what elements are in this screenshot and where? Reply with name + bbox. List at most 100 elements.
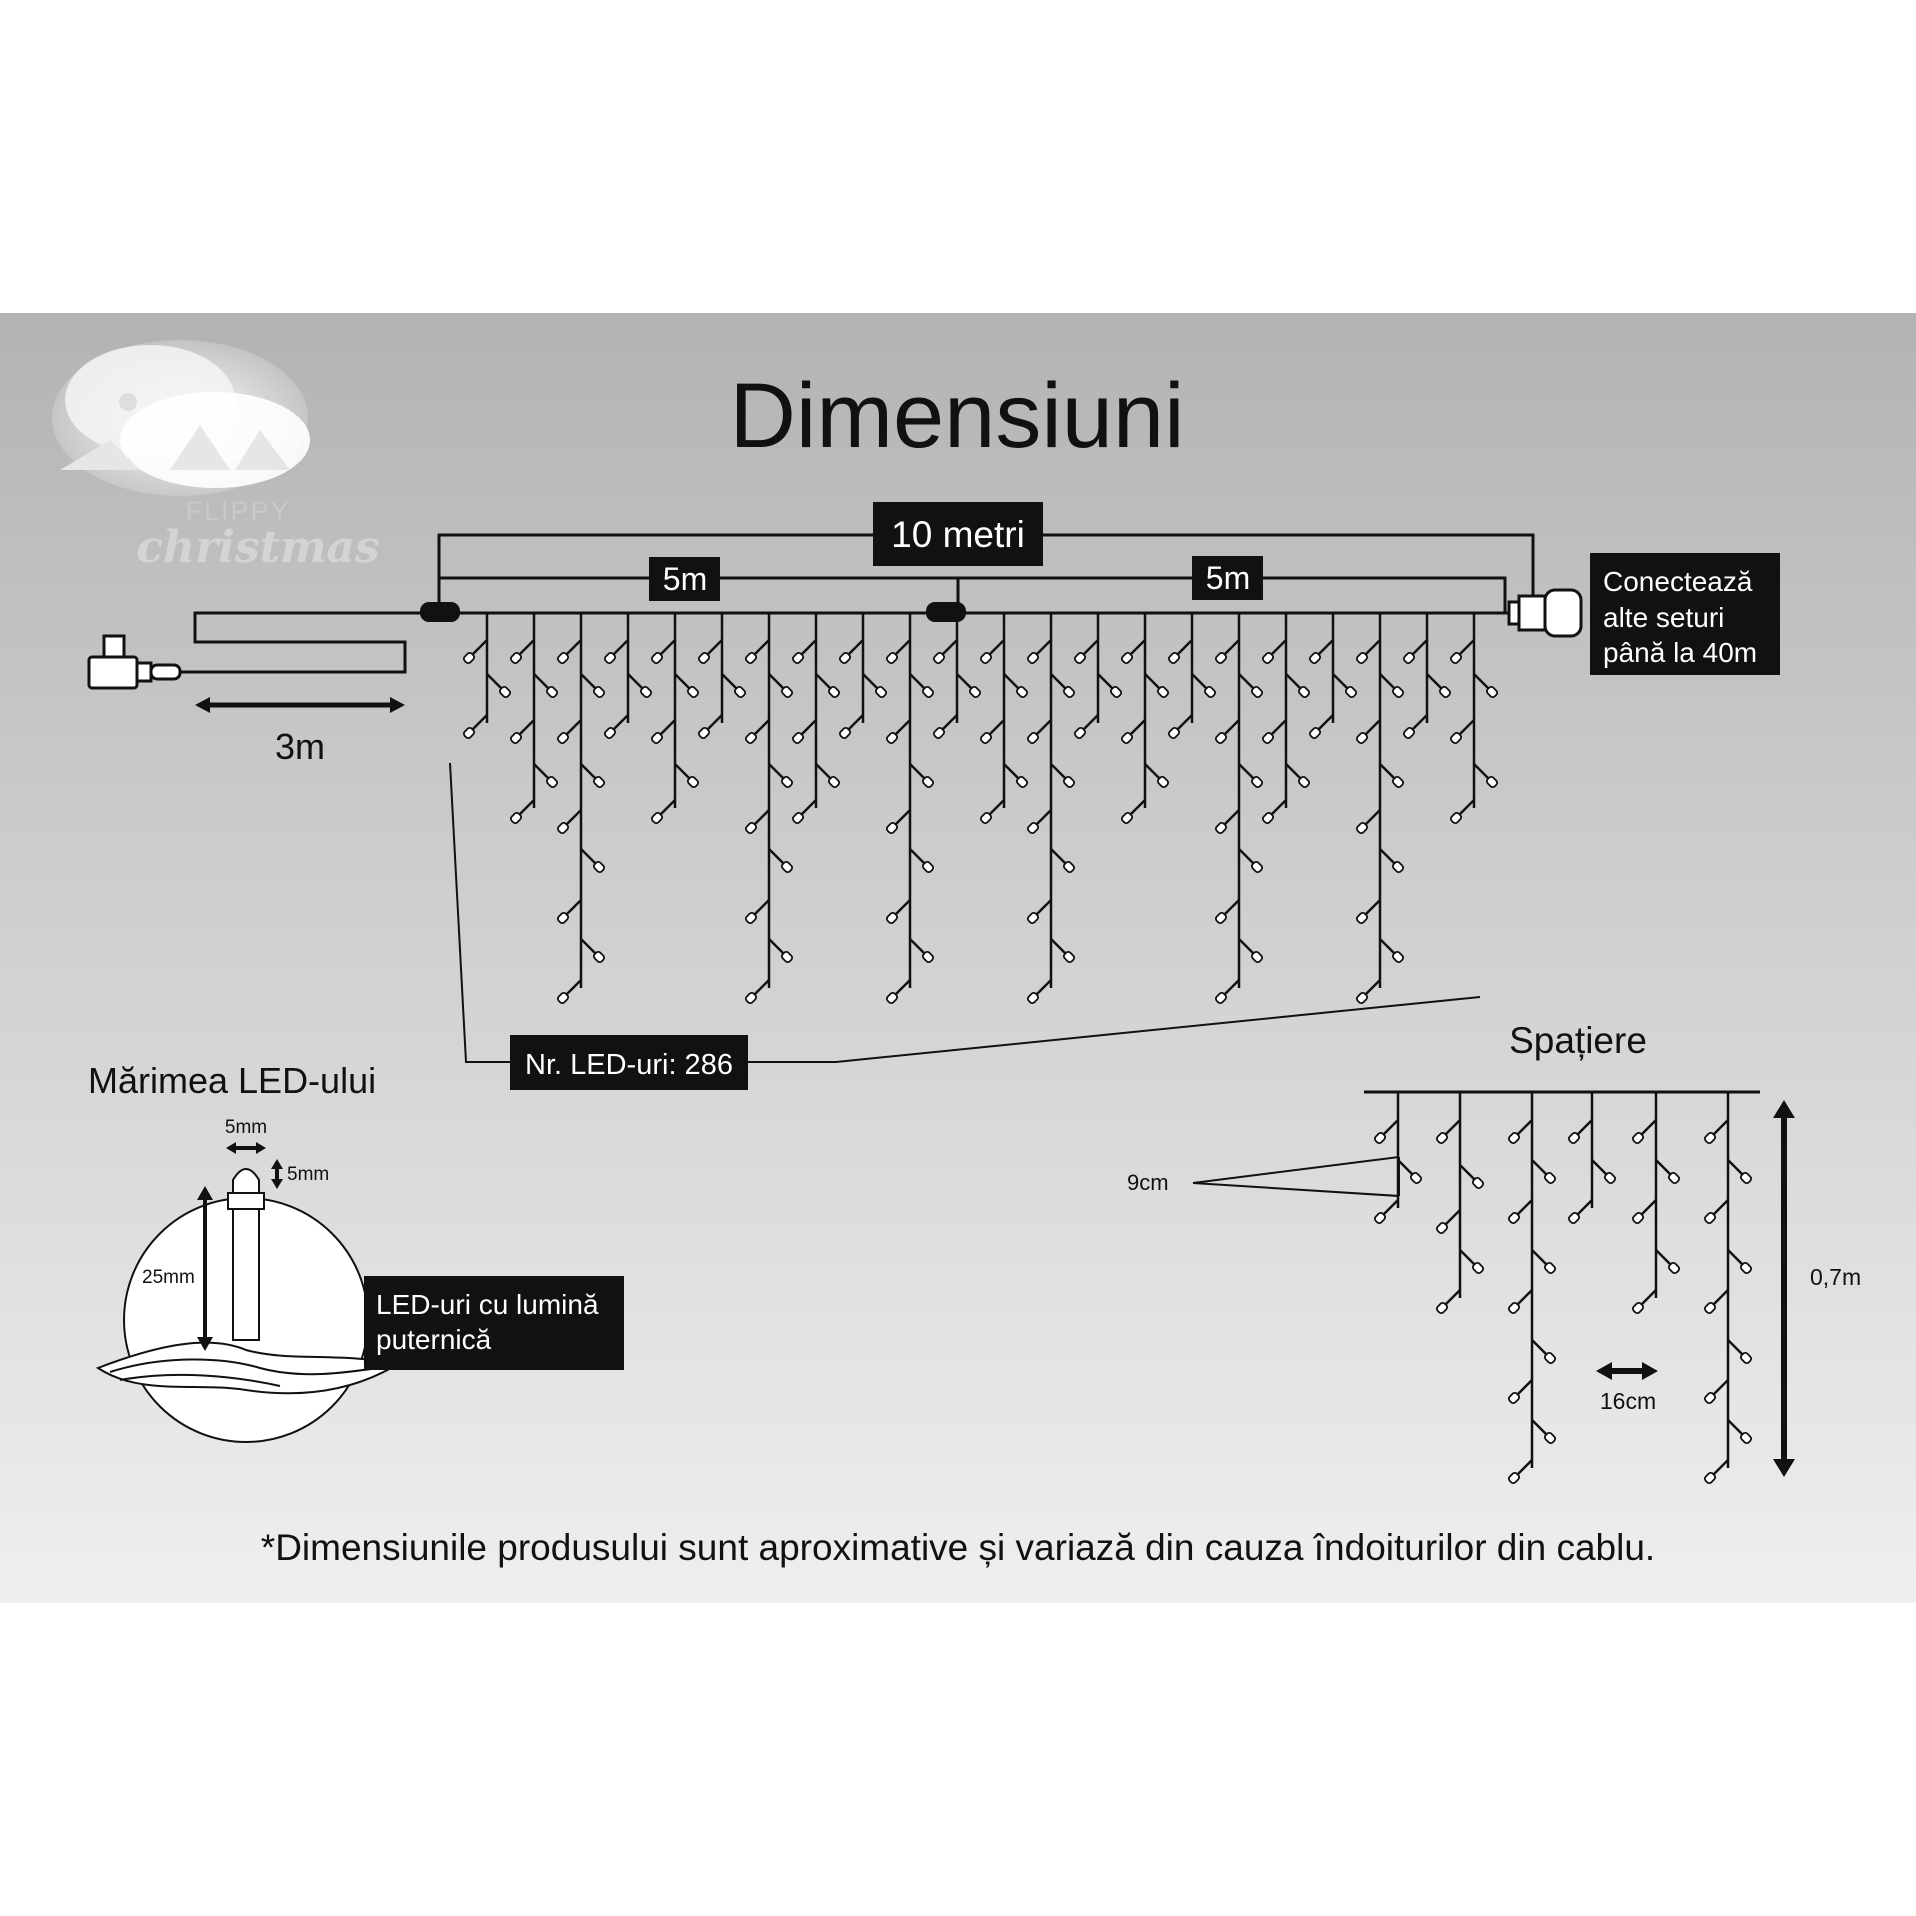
connect-line-2: alte seturi	[1603, 602, 1724, 633]
icicle-strand	[885, 613, 935, 1005]
led-bulb-icon	[1250, 860, 1264, 874]
icicle-strand	[650, 613, 700, 825]
led-bulb-icon	[838, 651, 852, 665]
led-bulb-icon	[1355, 821, 1369, 835]
led-bulb-icon	[1739, 1171, 1753, 1185]
led-bulb-icon	[1250, 685, 1264, 699]
icicle-strand	[1167, 613, 1217, 740]
led-bulb-icon	[603, 651, 617, 665]
page-title: Dimensiuni	[729, 365, 1184, 467]
led-bulb-icon	[650, 811, 664, 825]
led-bulb-icon	[1308, 651, 1322, 665]
led-bulb-icon	[1449, 811, 1463, 825]
led-bulb-icon	[639, 685, 653, 699]
led-bulb-icon	[1391, 775, 1405, 789]
led-bulb-icon	[1631, 1211, 1645, 1225]
led-bulb-icon	[1703, 1471, 1717, 1485]
lead-cable-label: 3m	[275, 726, 325, 767]
led-bulb-icon	[1373, 1131, 1387, 1145]
led-bulb-icon	[650, 731, 664, 745]
icicle-strand	[1214, 613, 1264, 1005]
icicle-strand	[509, 613, 559, 825]
led-bulb-icon	[1026, 991, 1040, 1005]
led-bulb-icon	[1167, 726, 1181, 740]
led-bulb-icon	[827, 685, 841, 699]
led-bulb-icon	[885, 731, 899, 745]
led-bulb-icon	[921, 685, 935, 699]
led-bulb-icon	[1250, 775, 1264, 789]
led-bulb-icon	[1214, 991, 1228, 1005]
led-bulb-icon	[1485, 775, 1499, 789]
led-type-line-1: LED-uri cu lumină	[376, 1289, 599, 1320]
led-bulb-icon	[1355, 911, 1369, 925]
led-bulb-icon	[1543, 1351, 1557, 1365]
led-type-box	[364, 1276, 624, 1370]
led-bulb-icon	[932, 726, 946, 740]
led-bulb-icon	[1261, 651, 1275, 665]
led-bulb-icon	[592, 685, 606, 699]
led-bulb-icon	[1507, 1131, 1521, 1145]
led-bulb-icon	[1167, 651, 1181, 665]
led-bulb-icon	[1438, 685, 1452, 699]
led-bulb-icon	[1214, 651, 1228, 665]
led-bulb-icon	[1449, 731, 1463, 745]
led-bulb-icon	[885, 821, 899, 835]
led-bulb-icon	[979, 651, 993, 665]
led-bulb-icon	[932, 651, 946, 665]
icicle-strand	[462, 613, 512, 740]
icicle-strand	[1507, 1092, 1557, 1485]
led-bulb-icon	[556, 821, 570, 835]
max-drop-label: 0,7m	[1810, 1264, 1861, 1290]
led-bulb-icon	[1203, 685, 1217, 699]
led-bulb-icon	[1603, 1171, 1617, 1185]
spacing-strands	[1373, 1092, 1753, 1485]
led-bulb-icon	[545, 775, 559, 789]
led-bulb-icon	[744, 991, 758, 1005]
led-bulb-icon	[1703, 1131, 1717, 1145]
led-bulb-icon	[1214, 911, 1228, 925]
led-bulb-icon	[1297, 685, 1311, 699]
led-bulb-icon	[603, 726, 617, 740]
led-bulb-icon	[1308, 726, 1322, 740]
led-bulb-icon	[498, 685, 512, 699]
led-bulb-icon	[838, 726, 852, 740]
led-bulb-icon	[1543, 1171, 1557, 1185]
led-bulb-icon	[697, 651, 711, 665]
led-bulb-icon	[1471, 1261, 1485, 1275]
total-length-label: 10 metri	[891, 514, 1025, 555]
led-bulb-icon	[1739, 1351, 1753, 1365]
led-bulb-icon	[1567, 1211, 1581, 1225]
led-bulb-icon	[1026, 821, 1040, 835]
icicle-strands	[462, 613, 1499, 1005]
led-bulb-icon	[1402, 726, 1416, 740]
led-bulb-icon	[1507, 1301, 1521, 1315]
led-bulb-icon	[592, 950, 606, 964]
power-adapter-icon	[87, 634, 182, 690]
led-bulb-icon	[1391, 950, 1405, 964]
connect-box	[1590, 553, 1780, 675]
led-bulb-icon	[1026, 731, 1040, 745]
led-bulb-icon	[686, 685, 700, 699]
led-bulb-icon	[1120, 731, 1134, 745]
led-bulb-icon	[780, 685, 794, 699]
led-bulb-icon	[1261, 731, 1275, 745]
half-left-box	[649, 557, 720, 601]
strand-gap-arrow	[1596, 1362, 1658, 1380]
led-height-label: 5mm	[287, 1164, 329, 1185]
lead-cable	[178, 611, 420, 674]
icicle-strand	[556, 613, 606, 1005]
led-bulb-icon	[1667, 1171, 1681, 1185]
led-bulb-icon	[686, 775, 700, 789]
led-bulb-icon	[1250, 950, 1264, 964]
led-bulb-icon	[1402, 651, 1416, 665]
led-bulb-icon	[1214, 821, 1228, 835]
led-bulb-icon	[592, 860, 606, 874]
led-bulb-icon	[1015, 685, 1029, 699]
led-bulb-icon	[1355, 651, 1369, 665]
led-bulb-icon	[556, 911, 570, 925]
led-bulb-icon	[1703, 1301, 1717, 1315]
icicle-strand	[744, 613, 794, 1005]
led-bulb-icon	[1739, 1431, 1753, 1445]
led-bulb-icon	[1631, 1131, 1645, 1145]
